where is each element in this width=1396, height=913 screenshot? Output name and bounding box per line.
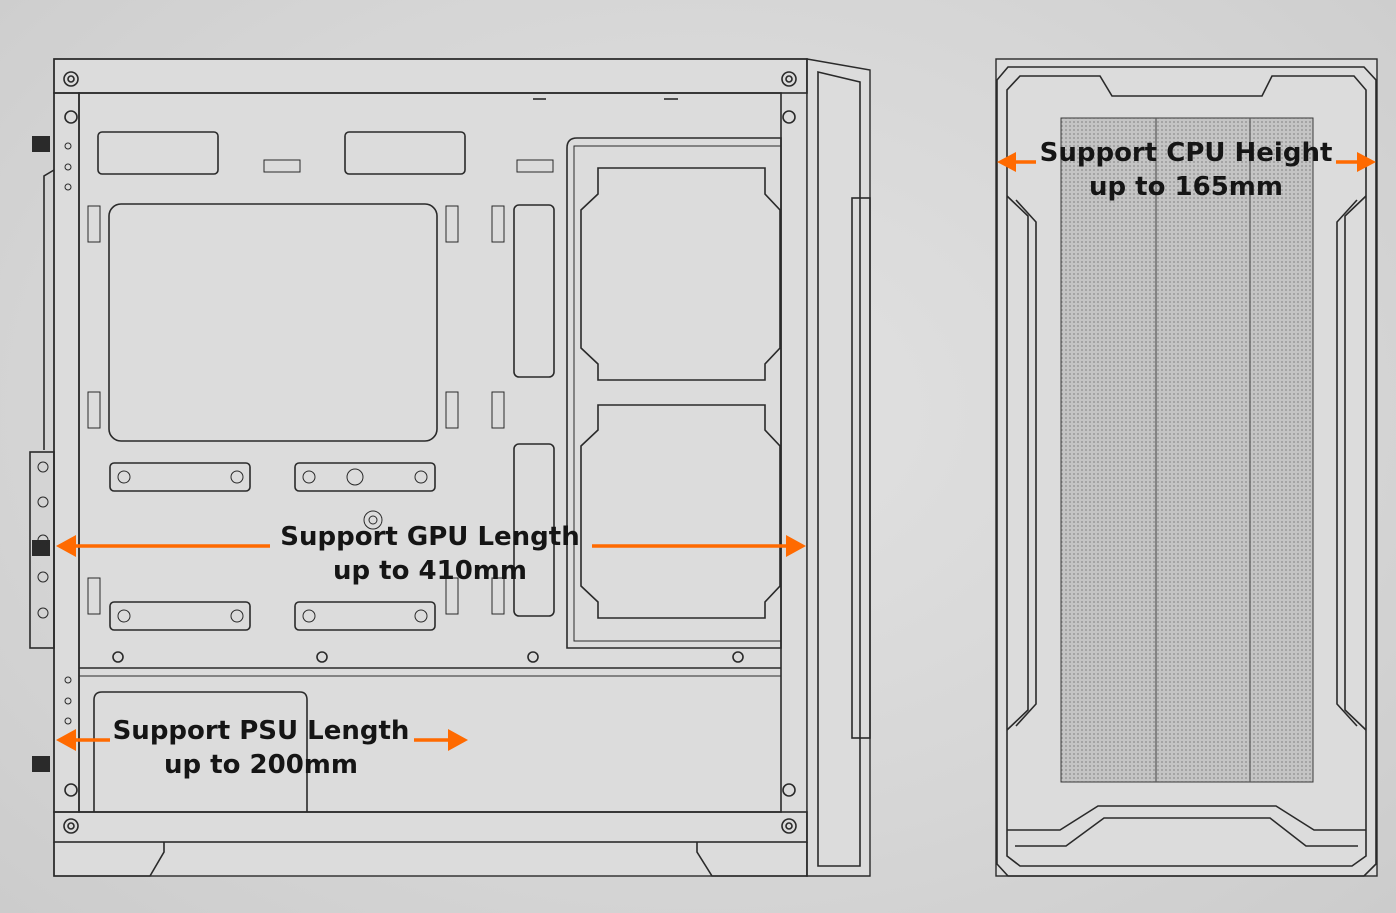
psu-length-label: Support PSU Length up to 200mm xyxy=(110,714,412,782)
gpu-length-arrow xyxy=(56,535,806,557)
gpu-length-line1: Support GPU Length xyxy=(280,522,580,552)
cpu-height-arrow xyxy=(997,152,1376,172)
case-front-view xyxy=(995,58,1378,877)
cpu-height-line1: Support CPU Height xyxy=(1039,138,1333,168)
gpu-length-label: Support GPU Length up to 410mm xyxy=(270,520,590,588)
psu-length-line1: Support PSU Length xyxy=(112,716,410,746)
cpu-height-label: Support CPU Height up to 165mm xyxy=(1036,136,1336,204)
psu-length-arrow xyxy=(56,729,468,751)
gpu-length-line2: up to 410mm xyxy=(333,556,527,586)
psu-length-line2: up to 200mm xyxy=(164,750,358,780)
cpu-height-line2: up to 165mm xyxy=(1089,172,1283,202)
